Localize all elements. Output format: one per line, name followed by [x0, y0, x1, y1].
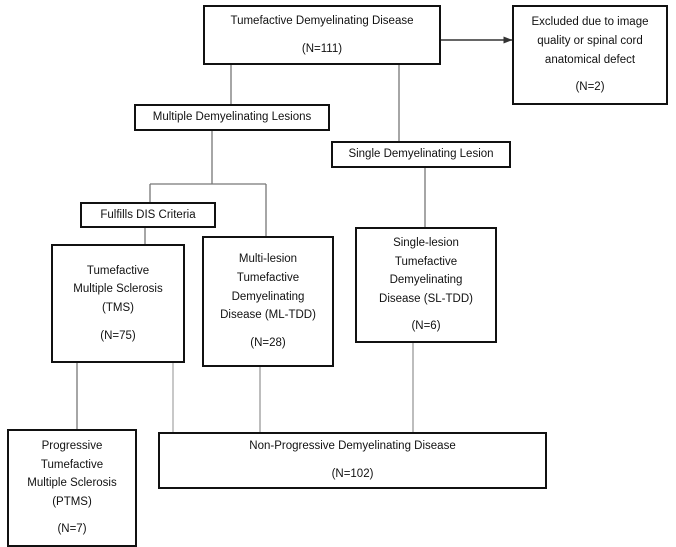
node-progressive-tms[interactable]: Progressive Tumefactive Multiple Scleros… [7, 429, 137, 547]
node-tms-count: (N=75) [100, 329, 136, 342]
node-mltdd-line4: Disease (ML-TDD) [220, 309, 316, 322]
node-multi-lesion-tdd[interactable]: Multi-lesion Tumefactive Demyelinating D… [202, 236, 334, 367]
node-single-demyelinating-lesion[interactable]: Single Demyelinating Lesion [331, 141, 511, 168]
node-root-count: (N=111) [301, 42, 343, 55]
node-mltdd-count: (N=28) [250, 336, 286, 349]
node-mltdd-line1: Multi-lesion [238, 253, 298, 266]
node-dis-criteria-label: Fulfills DIS Criteria [100, 208, 196, 221]
node-excluded-line1: Excluded due to image [531, 16, 649, 29]
node-ptms-line3: Multiple Sclerosis [27, 477, 117, 490]
node-non-progressive-label: Non-Progressive Demyelinating Disease [249, 440, 456, 453]
node-multiple-demyelinating-lesions[interactable]: Multiple Demyelinating Lesions [134, 104, 330, 131]
node-ptms-count: (N=7) [57, 523, 87, 536]
node-fulfills-dis-criteria[interactable]: Fulfills DIS Criteria [80, 202, 216, 228]
node-single-lesion-tdd[interactable]: Single-lesion Tumefactive Demyelinating … [355, 227, 497, 343]
node-sltdd-line2: Tumefactive [394, 255, 458, 268]
node-sltdd-line3: Demyelinating [389, 274, 463, 287]
node-multiple-lesions-label: Multiple Demyelinating Lesions [152, 111, 312, 124]
node-ptms-line2: Tumefactive [40, 458, 104, 471]
node-tms-line2: Multiple Sclerosis [73, 283, 163, 296]
node-tms-line3: (TMS) [102, 302, 134, 314]
node-ptms-line4: (PTMS) [52, 495, 92, 508]
node-sltdd-line4: Disease (SL-TDD) [379, 292, 473, 305]
node-ptms-line1: Progressive [41, 439, 103, 452]
node-single-lesion-label: Single Demyelinating Lesion [348, 148, 494, 161]
node-excluded-line3: anatomical defect [544, 53, 636, 66]
node-tms-line1: Tumefactive [86, 264, 150, 277]
node-excluded[interactable]: Excluded due to image quality or spinal … [512, 5, 668, 105]
node-root-label: Tumefactive Demyelinating Disease [230, 14, 414, 27]
node-tumefactive-multiple-sclerosis[interactable]: Tumefactive Multiple Sclerosis (TMS) (N=… [51, 244, 185, 363]
node-sltdd-count: (N=6) [411, 320, 441, 333]
node-mltdd-line3: Demyelinating [231, 290, 305, 303]
node-non-progressive-demyelinating-disease[interactable]: Non-Progressive Demyelinating Disease (N… [158, 432, 547, 489]
node-tumefactive-demyelinating-disease[interactable]: Tumefactive Demyelinating Disease (N=111… [203, 5, 441, 65]
node-mltdd-line2: Tumefactive [236, 272, 300, 285]
node-excluded-line2: quality or spinal cord [537, 34, 643, 47]
node-excluded-count: (N=2) [575, 81, 605, 94]
node-non-progressive-count: (N=102) [331, 468, 374, 480]
node-sltdd-line1: Single-lesion [393, 236, 459, 249]
